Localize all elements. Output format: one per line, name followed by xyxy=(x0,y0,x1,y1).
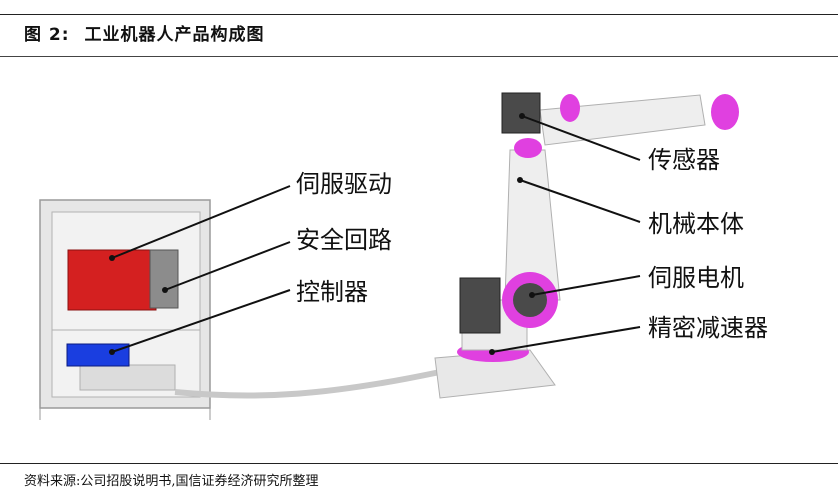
controller-block xyxy=(66,343,130,367)
servo-drive-block xyxy=(67,249,157,311)
label-safety-circuit: 安全回路 xyxy=(296,226,392,254)
label-precision-reducer: 精密减速器 xyxy=(648,314,768,342)
cable xyxy=(174,369,441,399)
source-note: 资料来源:公司招股说明书,国信证券经济研究所整理 xyxy=(24,474,319,489)
sensor-block xyxy=(501,92,541,134)
figure-label: 图 2: xyxy=(24,25,70,45)
leader-servo-motor xyxy=(531,275,641,296)
robot-composition-diagram: 伺服驱动 安全回路 控制器 传感器 机械本体 伺服电机 精密减速器 xyxy=(39,92,768,420)
label-sensor: 传感器 xyxy=(648,146,720,174)
leader-servo-drive xyxy=(111,185,291,259)
label-mechanical-body: 机械本体 xyxy=(648,210,744,238)
top-rule xyxy=(0,14,838,15)
robot-arm xyxy=(434,92,739,399)
leader-controller xyxy=(111,289,291,353)
wrist-ring-1 xyxy=(560,94,580,122)
elbow-ring xyxy=(514,138,542,158)
safety-circuit-block xyxy=(149,249,179,309)
base-motor xyxy=(459,277,501,334)
title-rule xyxy=(0,56,838,57)
leader-reducer xyxy=(491,326,641,353)
leader-sensor xyxy=(521,115,641,161)
label-controller: 控制器 xyxy=(296,278,368,306)
joint2-motor xyxy=(513,283,547,317)
figure-title-text: 工业机器人产品构成图 xyxy=(84,25,265,45)
figure-title: 图 2: 工业机器人产品构成图 xyxy=(24,20,264,45)
leader-body xyxy=(519,179,641,223)
source-rule xyxy=(0,463,838,464)
leader-safety-circuit xyxy=(164,241,291,291)
wrist-ring-2 xyxy=(711,94,739,130)
label-servo-motor: 伺服电机 xyxy=(648,264,744,292)
label-servo-drive: 伺服驱动 xyxy=(296,170,392,198)
